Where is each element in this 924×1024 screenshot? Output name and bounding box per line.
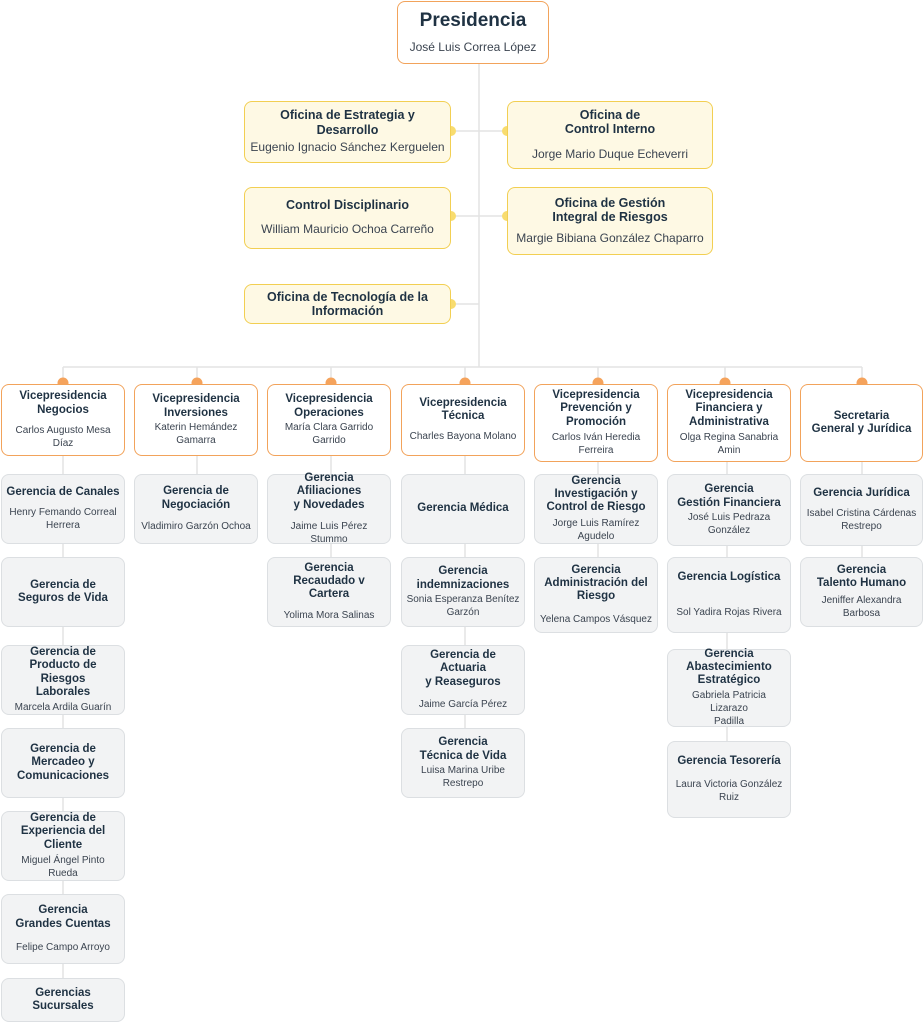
gerencia-title: Gerencia de Mercadeo y Comunicaciones [16,743,110,782]
vp-name: Katerin Hemández Gamarra [154,421,238,446]
gerencia-card: Gerencia de Canales Henry Femando Correa… [1,474,125,544]
vp-name: Carlos Iván Heredia Ferreira [551,431,641,456]
office-tecnologia: Oficina de Tecnología de la Información [244,284,451,324]
presidencia-box: Presidencia José Luis Correa López [397,1,549,64]
gerencia-card: Gerencia Administración del Riesgo Yelen… [534,557,658,633]
gerencia-name: Jeniffer Alexandra Barbosa [821,595,902,620]
vp-negocios: Vicepresidencia Negocios Carlos Augusto … [1,384,125,456]
gerencia-card: Gerencia Talento Humano Jeniffer Alexand… [800,557,923,627]
gerencia-card: Gerencia indemnizaciones Sonia Esperanza… [401,557,525,627]
gerencia-name: José Luis Pedraza González [687,511,771,536]
gerencia-card: Gerencia de Experiencia del Cliente Migu… [1,811,125,881]
office-name: Margie Bibiana González Chaparro [516,230,704,245]
office-title: Oficina de Control Interno [564,107,656,137]
gerencia-title: Gerencia Tesorería [677,754,781,767]
gerencia-name: Laura Victoria González Ruiz [675,779,783,804]
gerencia-title: Gerencia Técnica de Vida [419,736,507,762]
gerencia-name: Yolima Mora Salinas [283,610,375,622]
gerencia-card: Gerencia de Mercadeo y Comunicaciones [1,728,125,798]
office-gestion-riesgos: Oficina de Gestión Integral de Riesgos M… [507,187,713,255]
gerencia-title: Gerencia Jurídica [813,487,910,500]
gerencia-card: Gerencia Logística Sol Yadira Rojas Rive… [667,557,791,633]
vp-operaciones: Vicepresidencia Operaciones María Clara … [267,384,391,456]
vp-title: Secretaria General y Jurídica [811,409,912,435]
gerencia-title: Gerencia de Producto de Riesgos Laborale… [29,646,97,698]
gerencia-title: Gerencia Logística [677,570,781,583]
vp-title: Vicepresidencia Financiera y Administrat… [685,389,773,428]
vp-prevencion: Vicepresidencia Prevención y Promoción C… [534,384,658,462]
gerencia-card: Gerencias Sucursales [1,978,125,1022]
vp-title: Vicepresidencia Operaciones [285,393,373,419]
office-title: Oficina de Tecnología de la Información [267,289,428,318]
vp-tecnica: Vicepresidencia Técnica Charles Bayona M… [401,384,525,456]
gerencia-name: Luisa Marina Uribe Restrepo [421,764,505,789]
office-estrategia: Oficina de Estrategia y Desarrollo Eugen… [244,101,451,163]
gerencia-title: Gerencia Talento Humano [816,563,907,589]
vp-financiera: Vicepresidencia Financiera y Administrat… [667,384,791,462]
gerencia-name: Vladimiro Garzón Ochoa [141,520,251,532]
office-title: Oficina de Gestión Integral de Riesgos [552,195,668,225]
vp-title: Vicepresidencia Inversiones [152,393,240,419]
gerencia-card: Gerencia de Producto de Riesgos Laborale… [1,645,125,715]
gerencia-name: Gabriela Patricia Lizarazo Padilla [692,690,766,728]
gerencia-card: Gerencia de Seguros de Vida [1,557,125,627]
gerencia-card: Gerencia Médica [401,474,525,544]
vp-name: Carlos Augusto Mesa Díaz [15,424,111,449]
office-control-interno: Oficina de Control Interno Jorge Mario D… [507,101,713,169]
gerencia-card: Gerencia Gestión Financiera José Luis Pe… [667,474,791,546]
gerencia-card: Gerencia Jurídica Isabel Cristina Cárden… [800,474,923,546]
gerencia-title: Gerencia de Actuaria y Reaseguros [425,649,501,688]
gerencia-card: Gerencia de Negociación Vladimiro Garzón… [134,474,258,544]
gerencia-name: Yelena Campos Vásquez [540,614,652,626]
vp-inversiones: Vicepresidencia Inversiones Katerin Hemá… [134,384,258,456]
gerencia-card: Gerencia de Actuaria y Reaseguros Jaime … [401,645,525,715]
gerencia-name: Jorge Luis Ramírez Agudelo [552,518,640,543]
gerencia-name: Sol Yadira Rojas Rivera [676,607,782,619]
gerencia-title: Gerencia Administración del Riesgo [544,563,648,603]
office-name: William Mauricio Ochoa Carreño [261,222,434,237]
vp-title: Vicepresidencia Prevención y Promoción [552,389,640,428]
gerencia-title: Gerencia de Canales [6,486,120,499]
vp-secretaria: Secretaria General y Jurídica [800,384,923,462]
office-control-disciplinario: Control Disciplinario William Mauricio O… [244,187,451,249]
gerencia-card: Gerencia Afiliaciones y Novedades Jaime … [267,472,391,545]
gerencia-title: Gerencia de Experiencia del Cliente [20,812,106,851]
gerencia-name: Sonia Esperanza Benítez Garzón [406,593,520,618]
gerencia-title: Gerencia Investigación y Control de Ries… [546,474,646,514]
gerencia-title: Gerencia indemnizaciones [416,565,510,591]
gerencia-title: Gerencia Abastecimiento Estratégico [686,647,772,687]
vp-name: Charles Bayona Molano [409,431,517,443]
vp-name: María Clara Garrido Garrido [284,421,374,446]
presidencia-title: Presidencia [419,9,527,31]
gerencia-card: Gerencia Investigación y Control de Ries… [534,474,658,544]
gerencia-name: Isabel Cristina Cárdenas Restrepo [806,507,917,532]
office-title: Control Disciplinario [286,198,409,213]
gerencia-name: Henry Femando Correal Herrera [9,506,117,531]
gerencia-title: Gerencias Sucursales [32,986,94,1012]
gerencia-name: Felipe Campo Arroyo [16,941,110,953]
gerencia-title: Gerencia Grandes Cuentas [15,904,111,930]
gerencia-title: Gerencia de Seguros de Vida [18,578,108,604]
office-name: Jorge Mario Duque Echeverri [531,146,689,161]
gerencia-name: Jaime Luis Pérez Stummo [290,520,368,545]
gerencia-name: Jaime García Pérez [418,698,508,710]
gerencia-title: Gerencia Gestión Financiera [677,483,781,509]
gerencia-name: Marcela Ardila Guarín [14,701,112,713]
gerencia-card: Gerencia Grandes Cuentas Felipe Campo Ar… [1,894,125,964]
gerencia-name: Miguel Ángel Pinto Rueda [21,854,105,879]
gerencia-card: Gerencia Abastecimiento Estratégico Gabr… [667,647,791,728]
vp-title: Vicepresidencia Negocios [19,390,107,416]
gerencia-title: Gerencia Afiliaciones y Novedades [293,472,365,511]
gerencia-card: Gerencia Técnica de Vida Luisa Marina Ur… [401,728,525,798]
vp-title: Vicepresidencia Técnica [419,396,507,422]
office-name: Eugenio Ignacio Sánchez Kerguelen [250,140,445,155]
gerencia-card: Gerencia Recaudado v Cartera Yolima Mora… [267,557,391,627]
vp-name: Olga Regina Sanabria Amin [679,431,779,456]
gerencia-title: Gerencia de Negociación [161,485,231,511]
presidencia-name: José Luis Correa López [409,39,537,54]
gerencia-card: Gerencia Tesorería Laura Victoria Gonzál… [667,741,791,818]
office-title: Oficina de Estrategia y Desarrollo [280,108,415,137]
gerencia-title: Gerencia Recaudado v Cartera [293,561,365,601]
gerencia-title: Gerencia Médica [417,502,509,515]
